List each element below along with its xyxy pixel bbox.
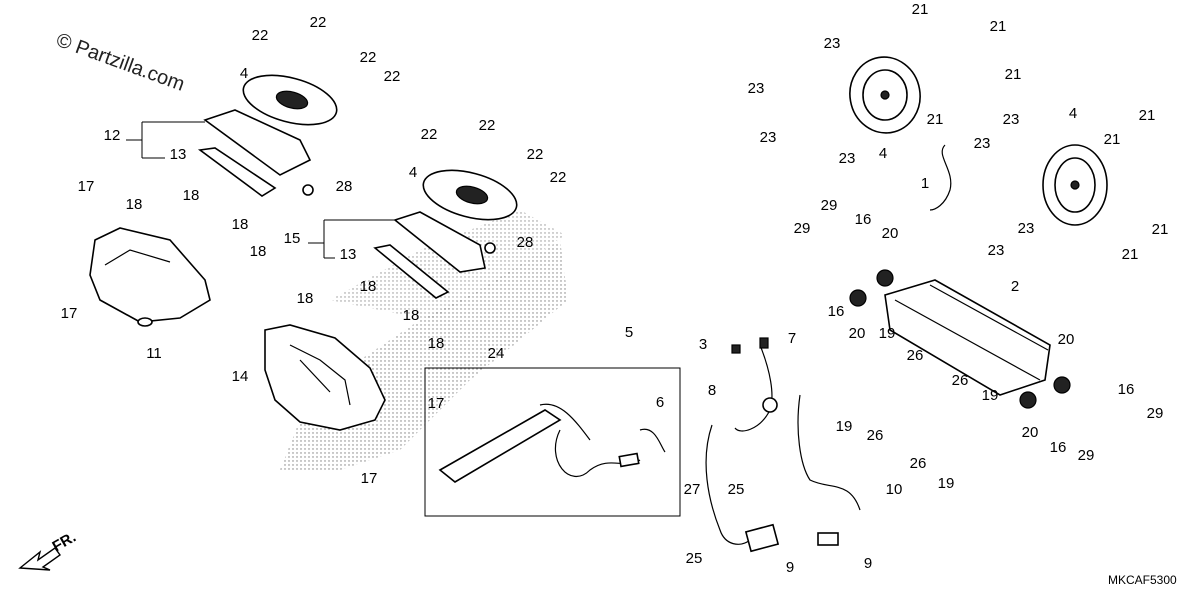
callout-label: 21	[1005, 66, 1022, 83]
callout-label: 29	[794, 220, 811, 237]
callout-label: 16	[1118, 381, 1135, 398]
callout-label: 17	[428, 395, 445, 412]
callout-label: 29	[1147, 405, 1164, 422]
callout-label: 5	[625, 324, 633, 341]
callout-label: 18	[297, 290, 314, 307]
callout-label: 25	[728, 481, 745, 498]
callout-label: 26	[910, 455, 927, 472]
callout-label: 21	[927, 111, 944, 128]
callout-label: 14	[232, 368, 249, 385]
callout-label: 1	[921, 175, 929, 192]
callout-label: 22	[310, 14, 327, 31]
callout-label: 22	[527, 146, 544, 163]
callout-label: 23	[988, 242, 1005, 259]
callout-label: 18	[250, 243, 267, 260]
callout-label: 13	[340, 246, 357, 263]
callout-label: 18	[183, 187, 200, 204]
callout-label: 21	[990, 18, 1007, 35]
callout-label: 11	[146, 345, 162, 362]
callout-label: 24	[488, 345, 505, 362]
callout-label: 22	[479, 117, 496, 134]
callout-label: 21	[1152, 221, 1169, 238]
right-speaker-upper	[849, 56, 921, 134]
callout-label: 27	[684, 481, 701, 498]
left-inner-cover	[89, 227, 211, 327]
audio-amplifier-unit	[849, 269, 1071, 409]
right-speaker-lower	[1042, 144, 1108, 226]
callout-label: 29	[821, 197, 838, 214]
callout-label: 4	[409, 164, 417, 181]
callout-label: 12	[104, 127, 121, 144]
callout-label: 13	[170, 146, 187, 163]
callout-label: 21	[1122, 246, 1139, 263]
center-speaker-assembly	[308, 169, 518, 299]
callout-label: 15	[284, 230, 301, 247]
callout-label: 18	[126, 196, 143, 213]
callout-label: 22	[550, 169, 567, 186]
callout-label: 16	[828, 303, 845, 320]
callout-label: 26	[867, 427, 884, 444]
callout-label: 17	[61, 305, 78, 322]
callout-label: 2	[1011, 278, 1019, 295]
callout-label: 20	[1058, 331, 1075, 348]
callout-label: 23	[839, 150, 856, 167]
wire-harnesses	[705, 337, 861, 553]
callout-label: 20	[1022, 424, 1039, 441]
callout-labels: 2222222241213281718181818171122222222415…	[61, 1, 1169, 576]
callout-label: 18	[232, 216, 249, 233]
callout-label: 9	[786, 559, 794, 576]
callout-label: 4	[240, 65, 248, 82]
callout-label: 18	[428, 335, 445, 352]
callout-label: 29	[1078, 447, 1095, 464]
callout-label: 20	[849, 325, 866, 342]
callout-label: 17	[361, 470, 378, 487]
callout-label: 19	[879, 325, 896, 342]
diagram-code: MKCAF5300	[1108, 573, 1177, 587]
callout-label: 4	[879, 145, 887, 162]
callout-label: 19	[982, 387, 999, 404]
callout-label: 22	[421, 126, 438, 143]
callout-label: 19	[938, 475, 955, 492]
callout-label: 20	[882, 225, 899, 242]
callout-label: 18	[360, 278, 377, 295]
callout-label: 21	[1104, 131, 1121, 148]
callout-label: 10	[886, 481, 903, 498]
callout-label: 6	[656, 394, 664, 411]
callout-label: 28	[336, 178, 353, 195]
speaker-harness	[929, 144, 952, 211]
watermark: © Partzilla.com	[53, 29, 187, 96]
callout-label: 23	[1003, 111, 1020, 128]
callout-label: 26	[907, 347, 924, 364]
callout-label: 23	[748, 80, 765, 97]
callout-label: 16	[855, 211, 872, 228]
callout-label: 17	[78, 178, 95, 195]
callout-label: 21	[912, 1, 929, 18]
callout-label: 23	[974, 135, 991, 152]
callout-label: 4	[1069, 105, 1077, 122]
callout-label: 26	[952, 372, 969, 389]
callout-label: 22	[360, 49, 377, 66]
callout-label: 3	[699, 336, 707, 353]
callout-label: 23	[760, 129, 777, 146]
callout-label: 7	[788, 330, 796, 347]
callout-label: 21	[1139, 107, 1156, 124]
callout-label: 28	[517, 234, 534, 251]
callout-label: 8	[708, 382, 716, 399]
callout-label: 23	[1018, 220, 1035, 237]
antenna-unit	[424, 367, 681, 517]
callout-label: 19	[836, 418, 853, 435]
callout-label: 16	[1050, 439, 1067, 456]
left-speaker-assembly	[126, 74, 338, 197]
front-direction-arrow: FR.	[18, 529, 79, 571]
callout-label: 22	[384, 68, 401, 85]
callout-label: 22	[252, 27, 269, 44]
callout-label: 18	[403, 307, 420, 324]
callout-label: 25	[686, 550, 703, 567]
right-inner-cover	[264, 324, 386, 431]
callout-label: 9	[864, 555, 872, 572]
callout-label: 23	[824, 35, 841, 52]
